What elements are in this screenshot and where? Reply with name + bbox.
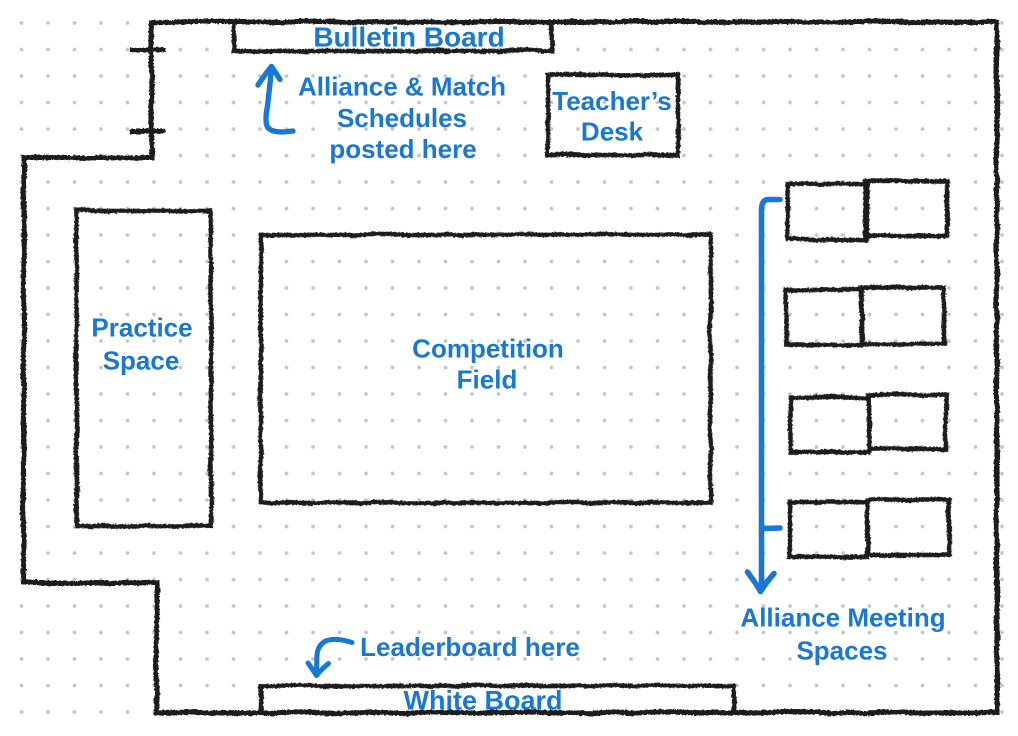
room-outline <box>20 18 999 715</box>
alliance-desk-pair-2 <box>783 284 946 347</box>
competition-field-label-line2: Field <box>457 365 518 395</box>
practice-space-label-line2: Space <box>103 346 180 376</box>
teachers-desk-label-line1: Teacher’s <box>552 86 671 116</box>
schedules-note-line3: posted here <box>329 134 476 164</box>
desk <box>858 284 946 346</box>
desk <box>861 177 949 238</box>
schedules-note-line2: Schedules <box>337 103 467 133</box>
alliance-desk-pair-3 <box>787 391 948 454</box>
white-board-outline <box>257 682 736 715</box>
schedules-arrow-up <box>255 63 296 135</box>
desk <box>784 180 869 242</box>
desk <box>865 391 948 451</box>
bulletin-board-label: Bulletin Board <box>313 22 504 53</box>
annotation-arrows <box>255 63 783 678</box>
competition-field-label-line1: Competition <box>412 334 564 364</box>
white-board-label: White Board <box>404 686 563 716</box>
bulletin-board-outline <box>230 18 554 53</box>
desk <box>783 286 864 347</box>
leaderboard-arrow-down <box>305 636 355 678</box>
desk <box>864 496 951 557</box>
competition-field-outline <box>257 231 713 505</box>
alliance-desk-pair-4 <box>786 496 951 559</box>
practice-space-outline <box>73 207 213 528</box>
alliance-spaces-arrow-down <box>744 196 783 595</box>
alliance-desk-pair-1 <box>784 177 949 242</box>
schedules-note-line1: Alliance & Match <box>298 72 506 102</box>
teachers-desk-outline <box>544 71 680 157</box>
labels: Bulletin Board Alliance & Match Schedule… <box>91 22 945 716</box>
alliance-spaces-label-line2: Spaces <box>796 636 887 666</box>
desk <box>786 498 870 559</box>
leaderboard-note-label: Leaderboard here <box>360 632 580 662</box>
teachers-desk-label-line2: Desk <box>581 117 644 147</box>
practice-space-label-line1: Practice <box>91 313 192 343</box>
alliance-spaces-label-line1: Alliance Meeting <box>740 603 945 633</box>
desk <box>787 394 871 454</box>
